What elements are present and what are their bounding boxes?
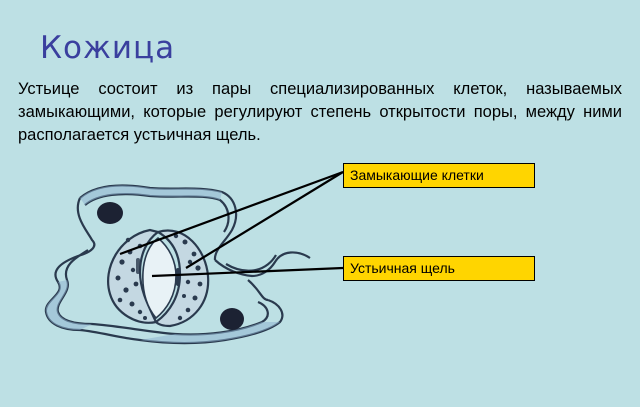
slide-description: Устьице состоит из пары специализированн… — [18, 80, 622, 144]
stomatal-pore — [142, 236, 177, 320]
label-stomatal-pore: Устьичная щель — [343, 256, 535, 281]
guard-cell-nucleus — [136, 258, 140, 274]
epidermal-nucleus — [220, 308, 244, 330]
guard-cell-nucleus — [176, 268, 180, 286]
leader-lines — [119, 170, 344, 278]
epidermal-nucleus — [97, 202, 123, 224]
label-guard-cells: Замыкающие клетки — [343, 163, 535, 188]
wall-shading — [45, 185, 280, 343]
slide-title: Кожица — [40, 30, 176, 66]
